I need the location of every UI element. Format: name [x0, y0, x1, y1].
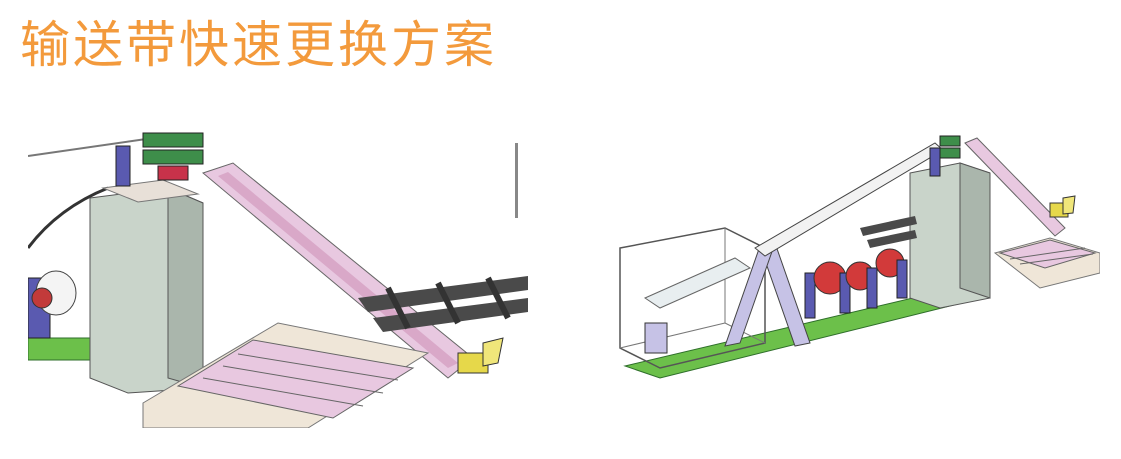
reel-hub — [31, 287, 53, 309]
bracket-blue-right — [929, 147, 941, 177]
yellow-robot — [457, 337, 504, 374]
cable-line — [28, 137, 154, 157]
page-title: 输送带快速更换方案 — [20, 16, 497, 74]
cable-curve — [28, 186, 109, 249]
belt-slabs-right — [993, 237, 1100, 289]
motor-red — [157, 165, 189, 181]
conveyor-closeup-illustration — [28, 132, 528, 428]
roller-row — [804, 248, 908, 319]
belt-slabs — [176, 339, 415, 419]
rail-track — [358, 276, 528, 332]
bracket-blue — [115, 145, 131, 187]
yellow-robot-right — [1049, 195, 1076, 218]
conveyor-closeup-figure — [28, 128, 528, 428]
motor-green — [142, 132, 204, 148]
rail-track-back — [860, 216, 917, 236]
conveyor-incline-right — [964, 137, 1066, 237]
motor-green-right — [939, 135, 961, 147]
conveyor-system-figure — [605, 128, 1100, 388]
conveyor-system-overview-illustration — [619, 135, 1100, 379]
